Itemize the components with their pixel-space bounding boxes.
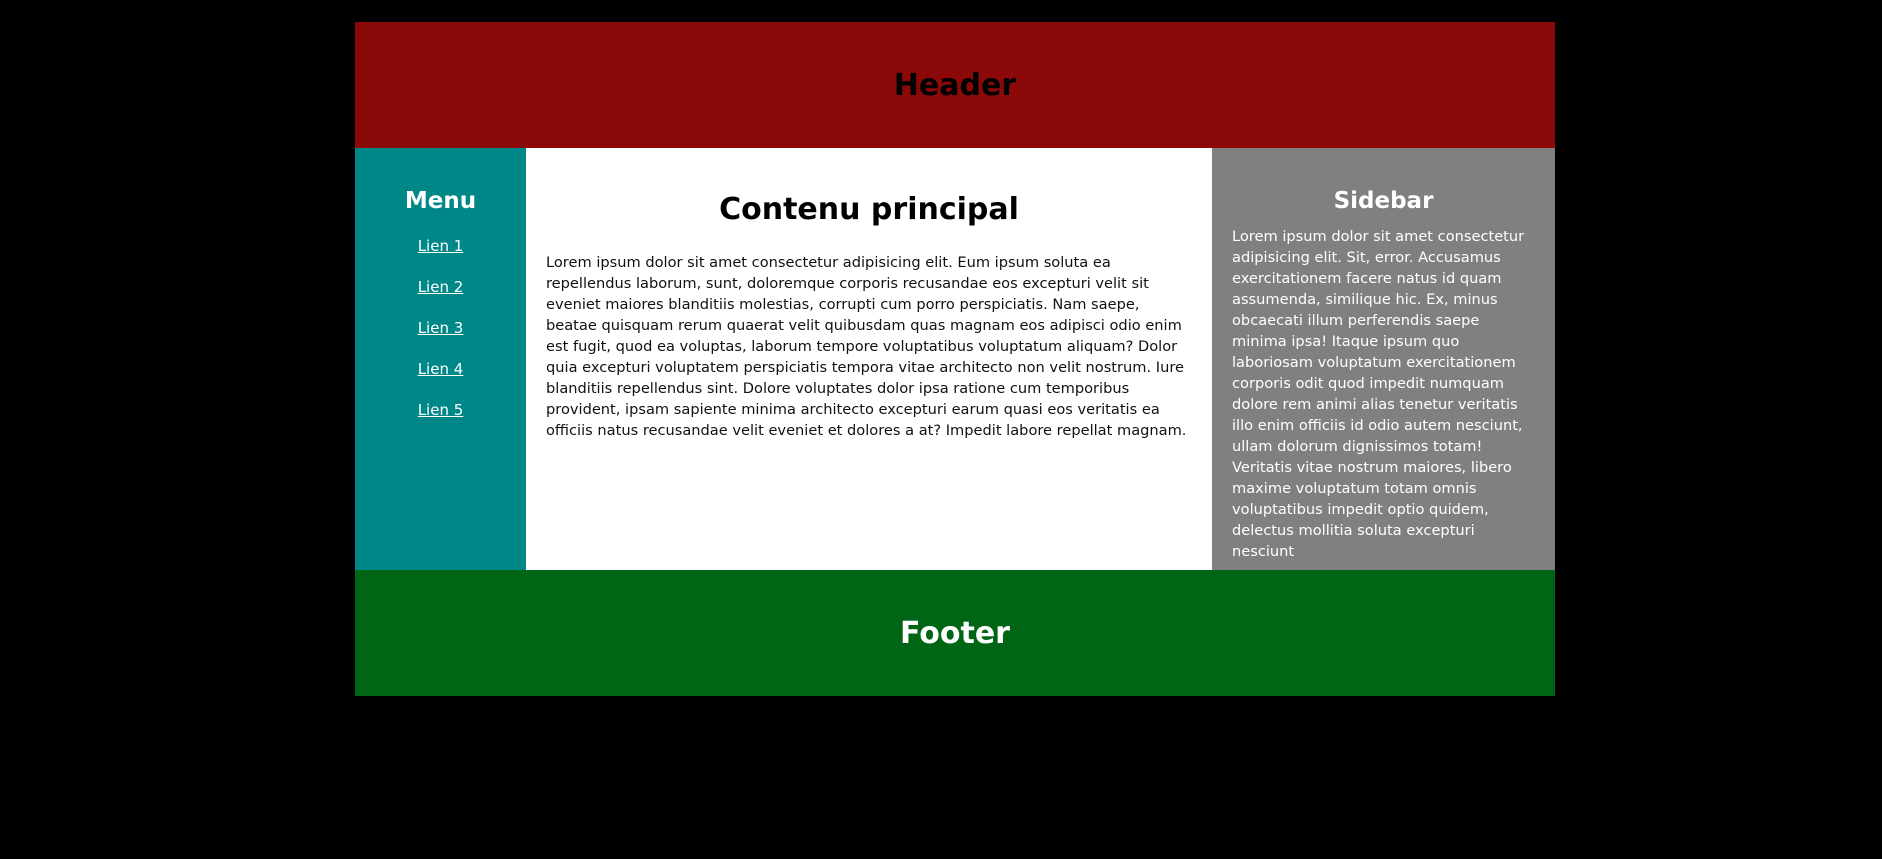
page-layout: Header Menu Lien 1 Lien 2 Lien 3 Lien 4 …	[355, 22, 1555, 696]
menu-link-1[interactable]: Lien 1	[417, 237, 464, 255]
menu-links: Lien 1 Lien 2 Lien 3 Lien 4 Lien 5	[355, 232, 526, 437]
menu-title: Menu	[404, 188, 477, 214]
menu-item: Lien 3	[355, 314, 526, 355]
footer: Footer	[355, 570, 1555, 696]
sidebar-paragraph: Lorem ipsum dolor sit amet consectetur a…	[1232, 228, 1525, 560]
middle-section: Menu Lien 1 Lien 2 Lien 3 Lien 4 Lien 5 …	[355, 148, 1555, 570]
header: Header	[355, 22, 1555, 148]
main-paragraph: Lorem ipsum dolor sit amet consectetur a…	[546, 254, 1187, 439]
menu-item: Lien 1	[355, 232, 526, 273]
menu-link-4[interactable]: Lien 4	[417, 360, 464, 378]
footer-title: Footer	[900, 615, 1010, 651]
sidebar: Sidebar Lorem ipsum dolor sit amet conse…	[1212, 148, 1555, 570]
menu: Menu Lien 1 Lien 2 Lien 3 Lien 4 Lien 5	[355, 148, 526, 570]
menu-item: Lien 5	[355, 396, 526, 437]
menu-item: Lien 2	[355, 273, 526, 314]
sidebar-title: Sidebar	[1333, 188, 1434, 214]
main-title: Contenu principal	[719, 192, 1019, 227]
main-content: Contenu principal Lorem ipsum dolor sit …	[526, 148, 1212, 570]
menu-link-5[interactable]: Lien 5	[417, 401, 464, 419]
header-title: Header	[893, 67, 1017, 103]
menu-item: Lien 4	[355, 355, 526, 396]
menu-link-2[interactable]: Lien 2	[417, 278, 464, 296]
menu-link-3[interactable]: Lien 3	[417, 319, 464, 337]
